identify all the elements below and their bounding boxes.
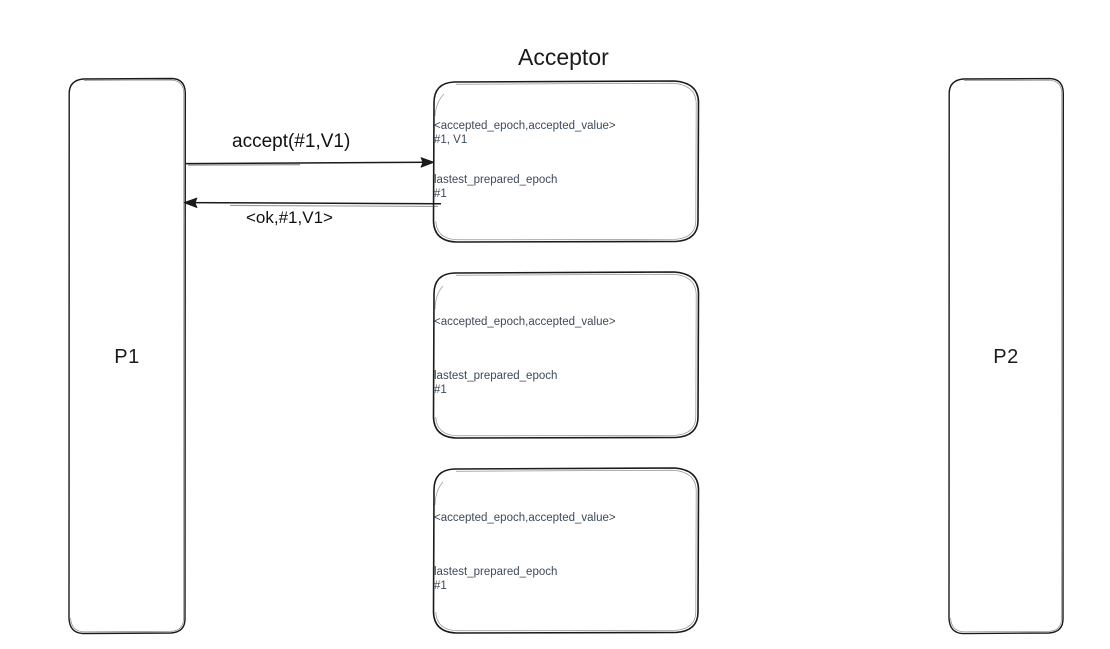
acceptor-1-prepared-key: lastest_prepared_epoch xyxy=(434,174,558,186)
message-arrow-accept xyxy=(185,157,435,168)
participant-box-p2[interactable]: P2 xyxy=(948,77,1064,635)
acceptor-2-prepared-key: lastest_prepared_epoch xyxy=(434,370,558,382)
acceptor-3-accepted-key: <accepted_epoch,accepted_value> xyxy=(434,512,616,524)
message-label-accept: accept(#1,V1) xyxy=(232,131,351,152)
acceptor-3-outline xyxy=(432,467,700,634)
acceptor-1-prepared-value: #1 xyxy=(434,188,447,200)
acceptor-1-outline xyxy=(432,80,700,243)
participant-label-p1: P1 xyxy=(114,346,140,368)
acceptor-1-accepted-key: <accepted_epoch,accepted_value> xyxy=(434,120,616,132)
participant-label-p2: P2 xyxy=(993,346,1019,368)
p1-box-outline xyxy=(68,77,186,635)
p2-box-outline xyxy=(948,77,1064,635)
acceptor-3-prepared-value: #1 xyxy=(434,580,447,592)
message-arrow-ok xyxy=(183,197,442,208)
acceptor-box-1[interactable]: <accepted_epoch,accepted_value> #1, V1 l… xyxy=(432,80,700,243)
acceptor-box-2[interactable]: <accepted_epoch,accepted_value> lastest_… xyxy=(432,271,700,439)
acceptor-3-prepared-key: lastest_prepared_epoch xyxy=(434,566,558,578)
acceptor-1-accepted-value: #1, V1 xyxy=(434,134,468,146)
participant-box-p1[interactable]: P1 xyxy=(68,77,186,635)
acceptor-2-prepared-value: #1 xyxy=(434,384,447,396)
acceptor-2-accepted-key: <accepted_epoch,accepted_value> xyxy=(434,316,616,328)
acceptor-2-outline xyxy=(432,271,700,439)
acceptor-box-3[interactable]: <accepted_epoch,accepted_value> lastest_… xyxy=(432,467,700,634)
acceptor-title: Acceptor xyxy=(518,44,609,70)
message-label-ok: <ok,#1,V1> xyxy=(246,208,333,227)
